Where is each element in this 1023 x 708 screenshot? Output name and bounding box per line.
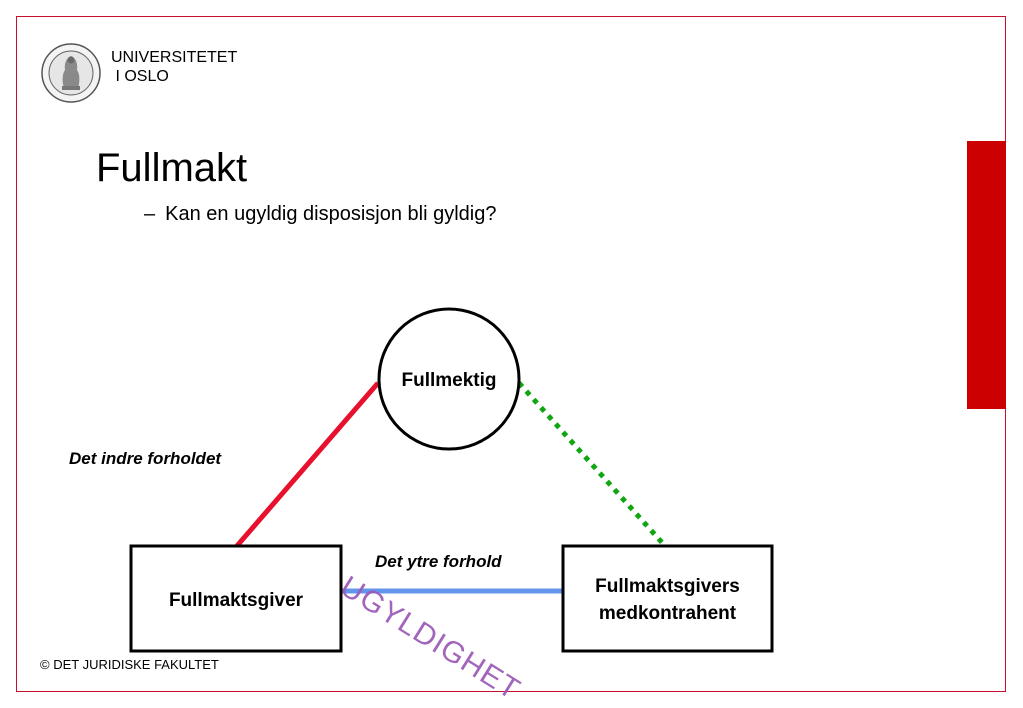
university-name: UNIVERSITETET I OSLO (111, 48, 237, 86)
inner-relation-edge (234, 381, 380, 549)
node-medkontrahent-box (561, 544, 774, 653)
inner-relation-label: Det indre forholdet (69, 449, 222, 468)
university-seal-icon (41, 43, 101, 103)
bullet-dash: – (144, 203, 156, 225)
node-fullmaktsgiver-label: Fullmaktsgiver (168, 590, 304, 611)
bullet-text: Kan en ugyldig disposisjon bli gyldig? (165, 203, 497, 225)
node-fullmektig-label: Fullmektig (401, 370, 497, 391)
node-medkontrahent-label: Fullmaktsgivers medkontrahent (563, 573, 772, 627)
outer-relation-label: Det ytre forhold (375, 552, 502, 571)
footer-copyright: © DET JURIDISKE FAKULTET (40, 657, 219, 672)
invalid-relation-edge (517, 381, 668, 549)
node-medkontrahent-line1: Fullmaktsgivers (595, 576, 740, 597)
side-accent-bar (967, 141, 1006, 409)
node-medkontrahent-line2: medkontrahent (598, 603, 737, 624)
slide-title: Fullmakt (96, 146, 248, 190)
university-name-line1: UNIVERSITETET (111, 49, 238, 66)
slide-bullet: –Kan en ugyldig disposisjon bli gyldig? (144, 203, 496, 226)
node-fullmektig-circle (377, 307, 521, 451)
university-name-line2: I OSLO (111, 68, 169, 85)
node-fullmaktsgiver-box (129, 544, 343, 653)
